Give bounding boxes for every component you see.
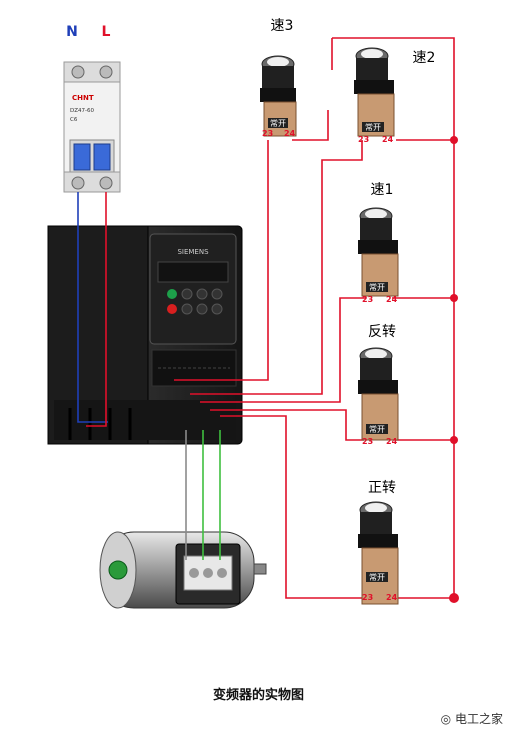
breaker-toggle[interactable]: [73, 143, 91, 171]
button-speed3[interactable]: [260, 55, 297, 137]
wires: [77, 37, 455, 599]
button-speed2[interactable]: [354, 47, 395, 137]
motor: [99, 531, 267, 609]
wechat-icon: ◎: [440, 712, 452, 726]
terminal-23-forward: 23: [362, 593, 373, 602]
button-title-forward: 正转: [368, 480, 396, 496]
wire-l: [86, 192, 107, 427]
contact-label-forward: 常开: [369, 573, 385, 582]
wire-ctrl-reverse: [210, 409, 364, 441]
breaker-model: DZ47-60: [70, 108, 94, 114]
figure-caption: 变频器的实物图: [212, 688, 304, 703]
contact-label-speed1: 常开: [369, 283, 385, 292]
inverter-display: [157, 261, 229, 283]
button-speed1[interactable]: [358, 207, 399, 297]
terminal-24-speed2: 24: [382, 135, 394, 144]
circuit-breaker: N L CHNT DZ47-60 C6: [63, 24, 121, 193]
terminal-23-speed3: 23: [262, 129, 273, 138]
button-title-reverse: 反转: [368, 324, 396, 340]
inverter: SIEMENS: [47, 225, 243, 445]
terminal-n-label: N: [66, 24, 78, 40]
button-forward[interactable]: [358, 501, 399, 605]
terminal-24-forward: 24: [386, 593, 398, 602]
wire-ctrl-speed3: [174, 140, 269, 381]
source-text: 电工之家: [454, 712, 503, 726]
wire-ctrl-speed1: [200, 297, 366, 403]
wire-ctrl-forward: [220, 415, 364, 599]
breaker-rating: C6: [70, 117, 78, 123]
terminal-23-speed2: 23: [358, 135, 369, 144]
junction-dots: [449, 136, 459, 603]
button-title-speed1: 速1: [371, 182, 394, 198]
button-title-speed3: 速3: [271, 18, 294, 34]
terminal-23-speed1: 23: [362, 295, 373, 304]
button-title-speed2: 速2: [413, 50, 436, 66]
contact-label-speed2: 常开: [365, 123, 381, 132]
source-watermark: ◎ 电工之家: [441, 710, 503, 727]
terminal-24-speed1: 24: [386, 295, 398, 304]
button-reverse[interactable]: [358, 347, 399, 441]
wire-n: [77, 192, 108, 423]
inverter-keypad[interactable]: [167, 288, 223, 315]
breaker-brand: CHNT: [72, 94, 94, 102]
terminal-24-speed3: 24: [284, 129, 296, 138]
wire-common-bus: [332, 37, 455, 598]
terminal-l-label: L: [102, 24, 111, 40]
terminal-23-reverse: 23: [362, 437, 373, 446]
contact-label-speed3: 常开: [270, 119, 286, 128]
inverter-brand: SIEMENS: [177, 248, 209, 256]
terminal-24-reverse: 24: [386, 437, 398, 446]
contact-label-reverse: 常开: [369, 425, 385, 434]
motor-nameplate-icon: [108, 560, 128, 580]
wire-ctrl-speed2: [190, 140, 363, 395]
